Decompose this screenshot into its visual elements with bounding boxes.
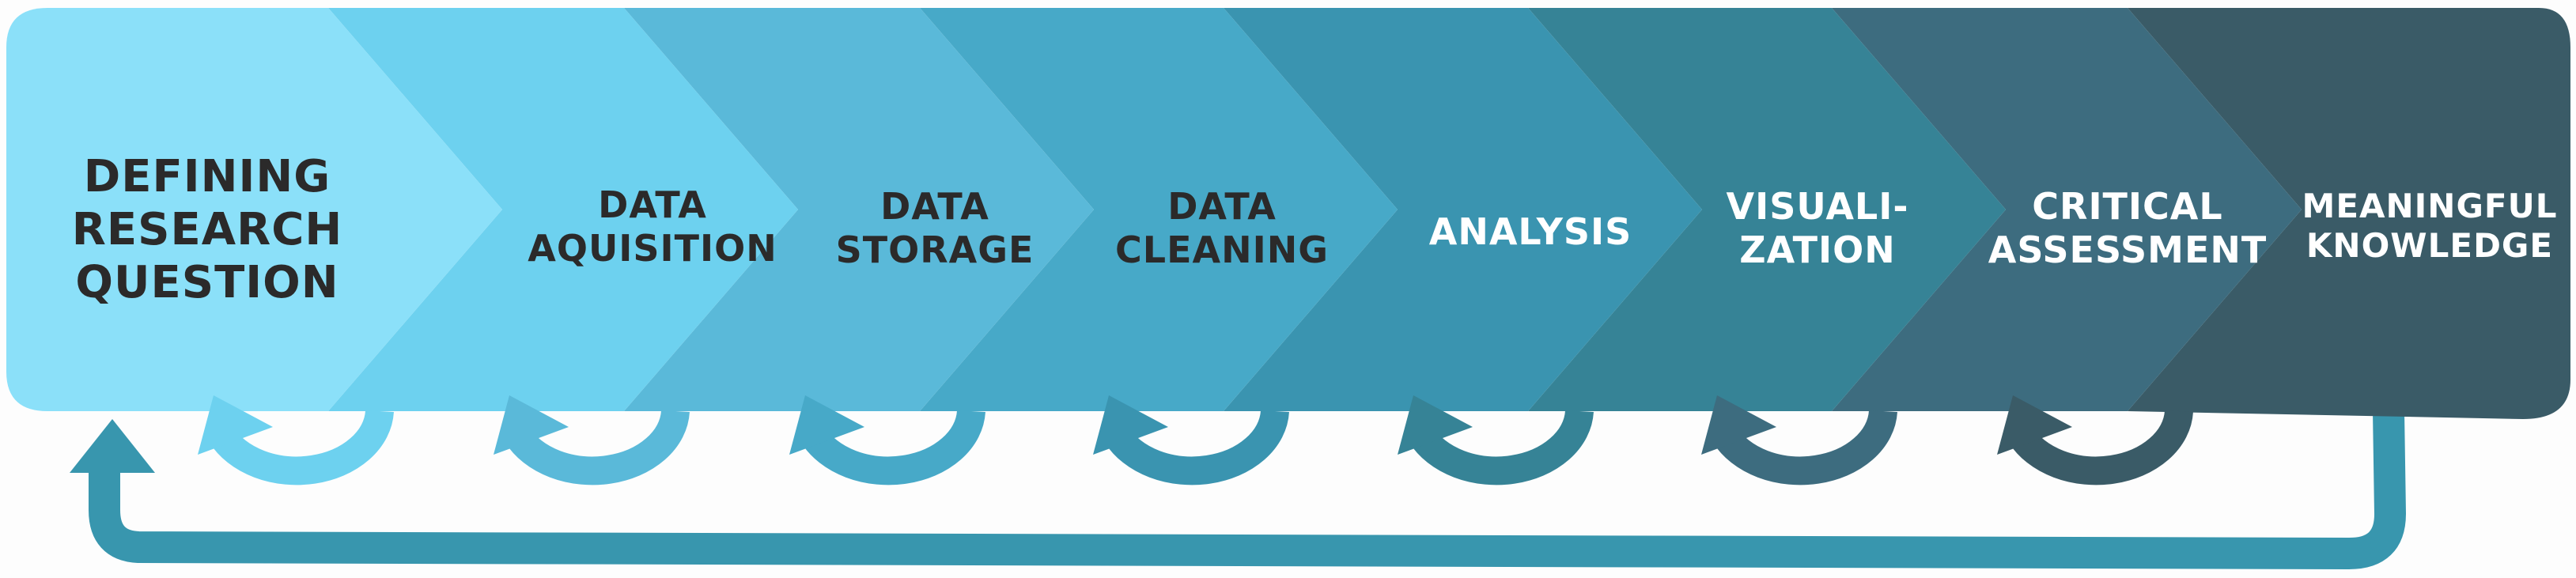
step-label-line: DEFINING — [83, 151, 331, 202]
step-label-line: RESEARCH — [71, 204, 343, 256]
step-data-aquisition: DATA AQUISITION — [528, 183, 777, 270]
step-label-line: CRITICAL — [2032, 185, 2223, 228]
loop-arrow-arc — [1712, 410, 1897, 485]
step-label-line: ASSESSMENT — [1988, 229, 2268, 272]
step-visualization: VISUALI- ZATION — [1727, 185, 1909, 272]
return-arrow-line — [89, 410, 2407, 570]
step-chevron-5 — [1528, 8, 2006, 411]
step-label-line: QUESTION — [75, 257, 339, 309]
step-label-line: DATA — [880, 185, 989, 228]
loop-arrow-arc — [209, 410, 394, 485]
loop-arrow-arc — [1409, 410, 1594, 485]
step-chevron-2 — [624, 8, 1094, 411]
return-arrowhead-icon — [70, 419, 155, 473]
step-defining-research-question: DEFINING RESEARCH QUESTION — [72, 150, 342, 310]
loop-arrow-arc — [1104, 410, 1289, 485]
step-label-line: KNOWLEDGE — [2306, 226, 2554, 266]
loop-arrow-arc — [2008, 410, 2193, 485]
step-label-line: ZATION — [1739, 229, 1896, 272]
step-chevron-6 — [1832, 8, 2302, 411]
loop-arrowhead-icon — [1093, 395, 1168, 455]
step-meaningful-knowledge: MEANINGFUL KNOWLEDGE — [2302, 187, 2558, 266]
step-label-line: DATA — [1167, 185, 1277, 228]
step-critical-assessment: CRITICAL ASSESSMENT — [1988, 185, 2267, 272]
step-label-line: MEANINGFUL — [2302, 187, 2558, 225]
step-label-line: AQUISITION — [528, 227, 777, 270]
loop-arrow-arc — [505, 410, 690, 485]
step-chevron-3 — [920, 8, 1398, 411]
step-label-line: VISUALI- — [1726, 185, 1909, 228]
step-label-line: STORAGE — [835, 229, 1035, 272]
loop-arrowhead-icon — [494, 395, 569, 455]
loop-arrowhead-icon — [1398, 395, 1473, 455]
step-label-line: DATA — [598, 183, 707, 226]
loop-arrow-arc — [800, 410, 985, 485]
step-data-storage: DATA STORAGE — [836, 185, 1035, 272]
loop-arrowhead-icon — [789, 395, 864, 455]
step-box-0 — [6, 8, 502, 411]
step-chevron-4 — [1224, 8, 1702, 411]
step-data-cleaning: DATA CLEANING — [1115, 185, 1329, 272]
step-label-line: CLEANING — [1115, 229, 1329, 272]
step-box-7 — [2128, 8, 2570, 419]
step-analysis: ANALYSIS — [1429, 210, 1632, 254]
loop-arrowhead-icon — [198, 395, 273, 455]
step-label-line: ANALYSIS — [1428, 210, 1632, 253]
loop-arrowhead-icon — [1997, 395, 2072, 455]
loop-arrowhead-icon — [1701, 395, 1776, 455]
step-chevron-1 — [328, 8, 798, 411]
